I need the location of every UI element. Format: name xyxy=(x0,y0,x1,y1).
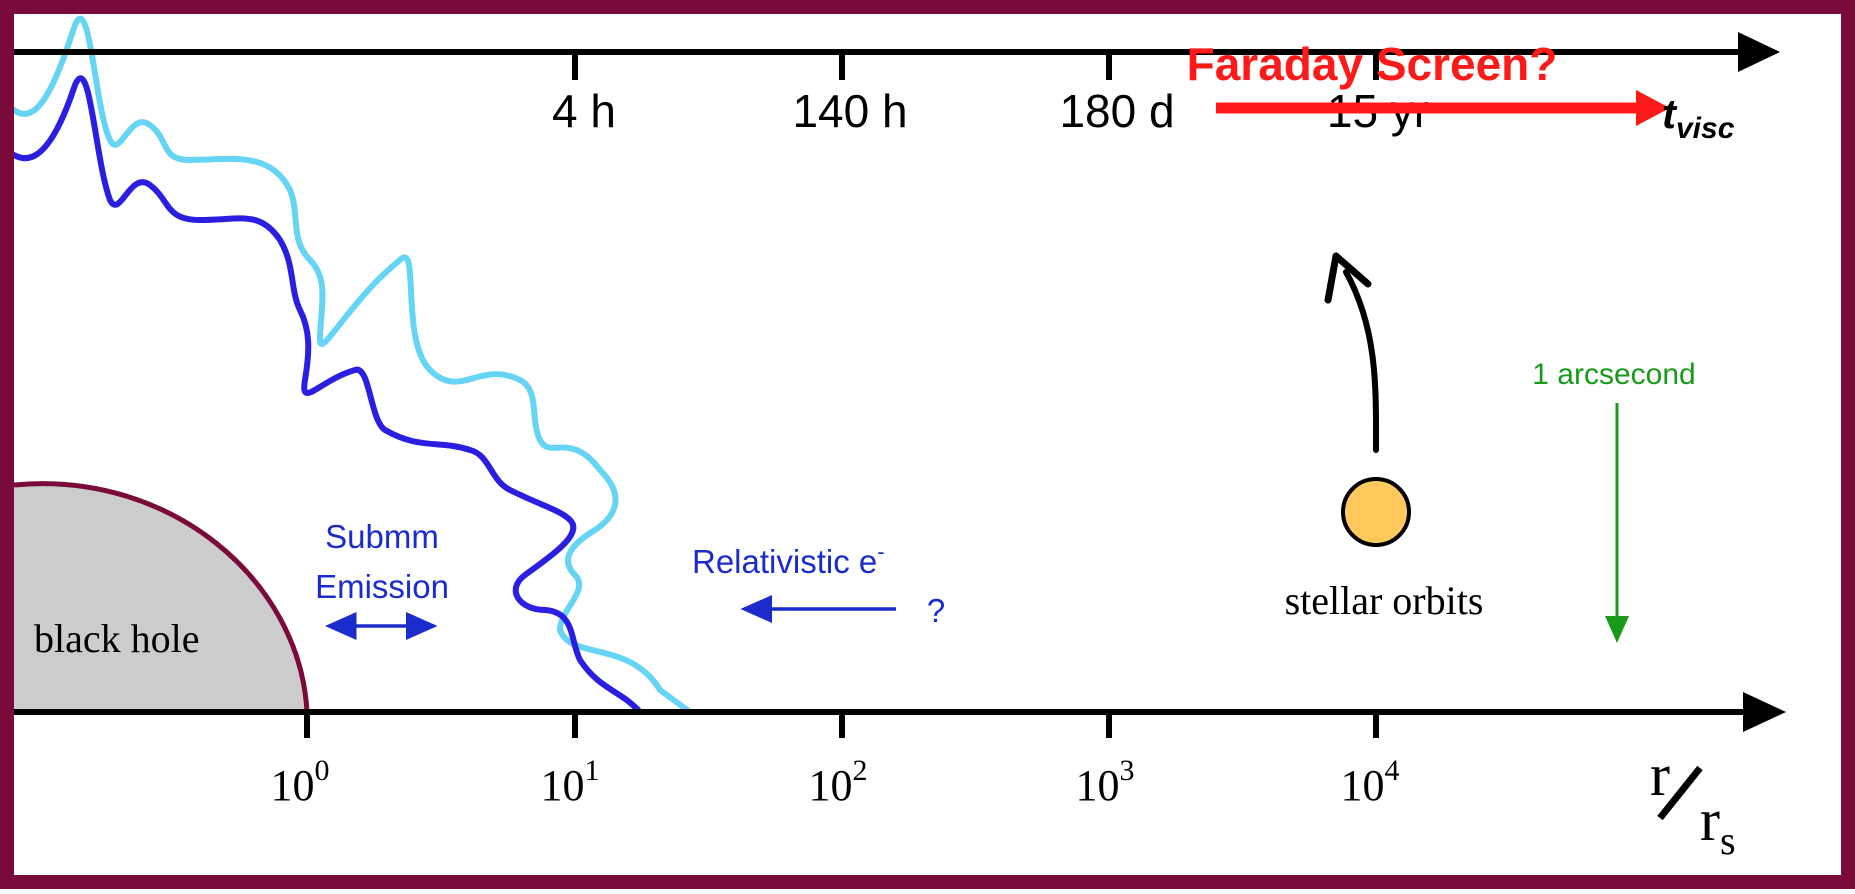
faraday-screen-label: Faraday Screen? xyxy=(1187,38,1558,90)
radius-axis-label-numerator: r xyxy=(1650,742,1670,808)
stellar-orbit-arrow-line xyxy=(1343,269,1380,453)
radius-axis xyxy=(14,692,1786,738)
submm-label-line2: Emission xyxy=(315,568,449,605)
stellar-orbit-arrowhead xyxy=(1324,252,1372,304)
arcsecond-label: 1 arcsecond xyxy=(1532,358,1695,391)
relativistic-question-mark: ? xyxy=(927,592,945,629)
submm-label-line1: Submm xyxy=(325,518,439,555)
radius-tick-label-2: 102 xyxy=(809,754,868,810)
radius-tick-label-0: 100 xyxy=(271,754,330,810)
black-hole-label: black hole xyxy=(34,616,200,661)
black-hole-shape xyxy=(14,483,307,712)
time-axis xyxy=(14,32,1780,80)
radius-tick-label-3: 103 xyxy=(1076,754,1135,810)
radius-axis-label: r rs xyxy=(1650,742,1736,863)
star-dot xyxy=(1341,477,1411,547)
black-hole-edge xyxy=(14,481,310,713)
viscous-time-label: tvisc xyxy=(1662,90,1735,145)
stellar-orbits-label: stellar orbits xyxy=(1285,578,1484,623)
radius-tick-label-1: 101 xyxy=(541,754,600,810)
relativistic-electron-label: Relativistic e- xyxy=(692,539,885,580)
radius-axis-label-denominator: rs xyxy=(1700,787,1736,863)
radius-tick-label-4: 104 xyxy=(1341,754,1400,810)
outer-boundary-curve xyxy=(14,15,693,715)
time-tick-label-2: 180 d xyxy=(1059,85,1174,137)
faraday-arrow xyxy=(1216,90,1670,126)
inner-boundary-curve xyxy=(14,75,643,715)
time-tick-label-0: 4 h xyxy=(552,85,616,137)
time-tick-label-1: 140 h xyxy=(792,85,907,137)
